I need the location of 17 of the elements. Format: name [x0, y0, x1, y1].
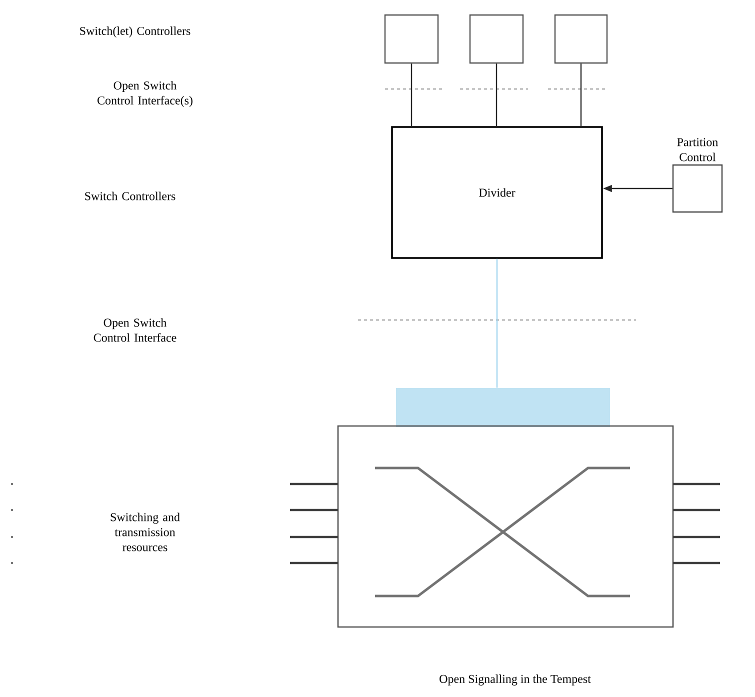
- connector-line: [580, 64, 582, 126]
- caption: Open Signalling in the Tempest: [440, 674, 591, 686]
- side-label: Open Switch Control Interface(s): [98, 81, 192, 107]
- connector-line: [410, 64, 412, 126]
- controller-box: [554, 14, 608, 64]
- controller-box: [384, 14, 439, 64]
- side-label: Open Switch Control Interface: [94, 318, 176, 342]
- switch-box: [337, 425, 674, 628]
- connector-line: [496, 258, 498, 388]
- interface-bar: [396, 388, 610, 427]
- node-label: Partition Control: [677, 138, 718, 162]
- connector-line: [496, 64, 498, 126]
- side-label: Switch(let) Controllers: [80, 26, 190, 38]
- side-label: Switching and transmission resources: [110, 512, 180, 552]
- controller-box: [469, 14, 524, 64]
- side-label: Switch Controllers: [85, 192, 176, 200]
- partition-control-box: Partition Control: [672, 138, 723, 213]
